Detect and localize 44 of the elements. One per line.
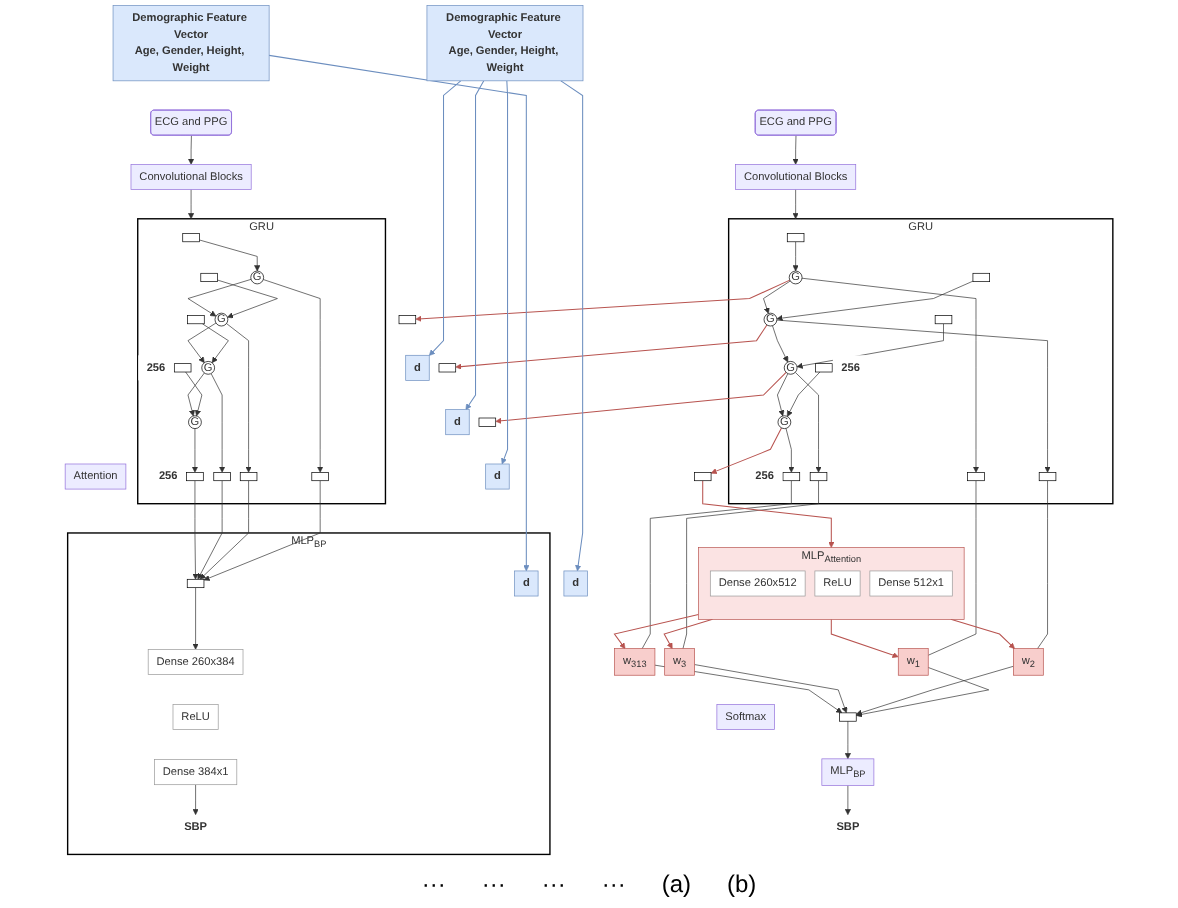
node-box	[187, 315, 205, 325]
note-label: ···	[421, 870, 446, 898]
arrow	[702, 480, 835, 548]
node-box	[239, 472, 258, 482]
node-box	[967, 472, 985, 482]
node-box	[1038, 472, 1057, 482]
connector	[927, 480, 977, 656]
note-label: (a)	[661, 870, 691, 898]
node-box	[398, 315, 417, 325]
node-box	[438, 363, 457, 373]
node-box	[200, 272, 218, 282]
arrow	[950, 618, 1015, 649]
connector	[1037, 480, 1048, 649]
arrow	[830, 618, 899, 658]
arrow	[268, 54, 530, 572]
node-box	[311, 472, 329, 482]
node-box	[478, 417, 497, 427]
node-box	[782, 472, 801, 482]
arrow	[560, 80, 584, 572]
note-label: ···	[601, 870, 626, 898]
arrow	[428, 80, 462, 356]
arrow	[663, 618, 714, 649]
node-box	[815, 363, 833, 373]
connector	[682, 480, 819, 649]
node-box	[972, 272, 990, 282]
arrow	[710, 427, 782, 474]
node-box	[182, 233, 200, 243]
node-box	[786, 233, 805, 243]
node-box	[186, 578, 205, 588]
arrow	[455, 324, 768, 370]
connector	[641, 480, 792, 649]
node-box	[186, 472, 204, 482]
note-label: ···	[481, 870, 506, 898]
node-box	[809, 472, 828, 482]
note-label: (b)	[727, 870, 757, 898]
arrow	[613, 613, 699, 649]
note-label: ···	[541, 870, 566, 898]
node-box	[934, 315, 953, 325]
node-box	[694, 472, 712, 482]
node-box	[173, 363, 192, 373]
node-box	[213, 472, 231, 482]
arrow	[501, 80, 509, 465]
node-box	[839, 712, 857, 722]
arrow	[465, 80, 485, 410]
